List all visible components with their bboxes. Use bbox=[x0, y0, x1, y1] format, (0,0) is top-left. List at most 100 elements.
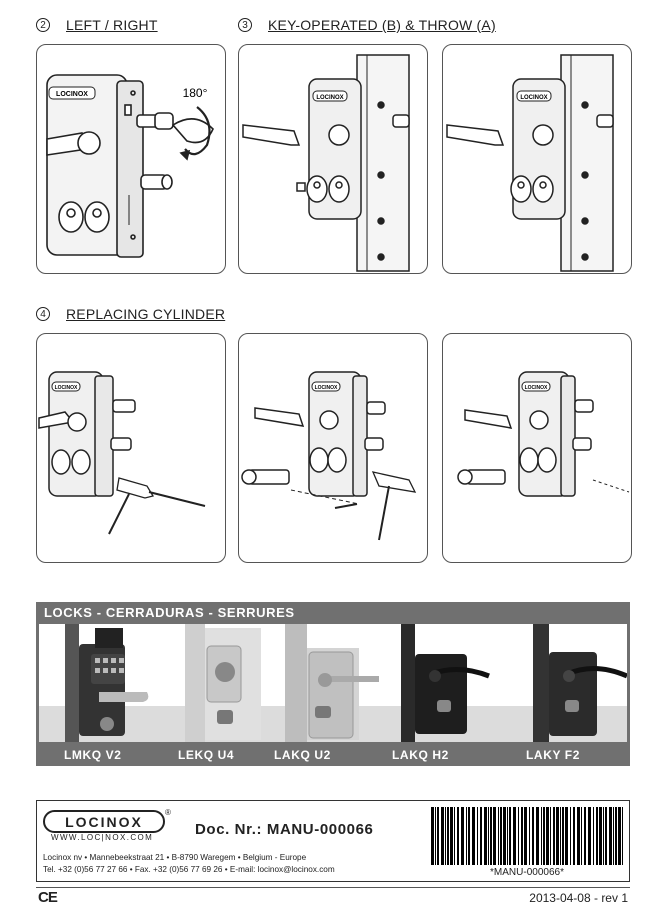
barcode-bar bbox=[447, 807, 449, 865]
ce-mark: CE bbox=[38, 889, 58, 906]
barcode-bar bbox=[518, 807, 519, 865]
barcode-bar bbox=[556, 807, 559, 865]
barcode-bar bbox=[503, 807, 506, 865]
barcode-bar bbox=[588, 807, 591, 865]
barcode-bar bbox=[457, 807, 459, 865]
barcode-bar bbox=[493, 807, 496, 865]
barcode-bar bbox=[560, 807, 561, 865]
barcode-bar bbox=[454, 807, 455, 865]
lock-label-lakq-h2: LAKQ H2 bbox=[392, 748, 449, 762]
illustration-left-right: LOCINOX 180° bbox=[36, 44, 226, 274]
barcode-bar bbox=[524, 807, 527, 865]
barcode-bar bbox=[570, 807, 571, 865]
barcode-bar bbox=[461, 807, 464, 865]
lock-lmkq-v2 bbox=[65, 624, 149, 742]
barcode-bar bbox=[546, 807, 549, 865]
barcode-bar bbox=[472, 807, 475, 865]
lock-laky-f2 bbox=[533, 624, 627, 742]
lock-label-lakq-u2: LAKQ U2 bbox=[274, 748, 331, 762]
barcode-bar bbox=[431, 807, 434, 865]
barcode-bar bbox=[581, 807, 582, 865]
barcode-bar bbox=[490, 807, 492, 865]
illustration-key-operated: LOCINOX bbox=[238, 44, 428, 274]
illustration-throw: LOCINOX bbox=[442, 44, 632, 274]
section-title: LEFT / RIGHT bbox=[66, 17, 158, 33]
document-footer: LOCINOX ® WWW.LOC|NOX.COM Doc. Nr.: MANU… bbox=[36, 800, 630, 882]
barcode-bar bbox=[445, 807, 446, 865]
barcode-bar bbox=[480, 807, 482, 865]
barcode-bar bbox=[498, 807, 499, 865]
barcode-bar bbox=[509, 807, 511, 865]
panel-logo: LOCINOX bbox=[315, 385, 338, 391]
barcode-bar bbox=[529, 807, 530, 865]
barcode-bar bbox=[613, 807, 614, 865]
barcode-bar bbox=[468, 807, 470, 865]
barcode-bar bbox=[584, 807, 586, 865]
barcode-bar bbox=[500, 807, 502, 865]
website-link[interactable]: WWW.LOC|NOX.COM bbox=[51, 833, 154, 842]
barcode-bar bbox=[507, 807, 508, 865]
revision-date: 2013-04-08 - rev 1 bbox=[529, 891, 628, 905]
barcode-bar bbox=[441, 807, 444, 865]
step-number: 4 bbox=[36, 307, 50, 321]
lock-label-lekq-u4: LEKQ U4 bbox=[178, 748, 235, 762]
barcode-bar bbox=[596, 807, 598, 865]
barcode-bar bbox=[565, 807, 568, 865]
barcode-bar bbox=[488, 807, 489, 865]
section-heading-left-right: 2 LEFT / RIGHT bbox=[36, 17, 158, 33]
barcode-bar bbox=[521, 807, 523, 865]
locks-banner: LOCKS - CERRADURAS - SERRURES bbox=[36, 602, 630, 766]
section-title: KEY-OPERATED (B) & THROW (A) bbox=[268, 17, 496, 33]
lock-lekq-u4 bbox=[185, 624, 261, 742]
company-address: Locinox nv • Mannebeekstraat 21 • B-8790… bbox=[43, 853, 307, 862]
company-contact: Tel. +32 (0)56 77 27 66 • Fax. +32 (0)56… bbox=[43, 865, 335, 874]
barcode bbox=[431, 807, 623, 865]
registered-mark: ® bbox=[165, 808, 171, 817]
lock-lakq-h2 bbox=[401, 624, 490, 742]
barcode-bar bbox=[543, 807, 545, 865]
barcode-bar bbox=[484, 807, 487, 865]
barcode-bar bbox=[532, 807, 534, 865]
barcode-bar bbox=[599, 807, 602, 865]
illustration-replace-cylinder-2: LOCINOX bbox=[238, 333, 428, 563]
barcode-bar bbox=[477, 807, 478, 865]
barcode-bar bbox=[615, 807, 617, 865]
section-title: REPLACING CYLINDER bbox=[66, 306, 226, 322]
barcode-bar bbox=[605, 807, 607, 865]
panel-logo: LOCINOX bbox=[56, 91, 88, 98]
lock-label-laky-f2: LAKY F2 bbox=[526, 748, 580, 762]
locks-photo-strip bbox=[39, 624, 627, 742]
illustration-replace-cylinder-3: LOCINOX bbox=[442, 333, 632, 563]
barcode-bar bbox=[603, 807, 604, 865]
barcode-bar bbox=[466, 807, 467, 865]
lock-lakq-u2 bbox=[285, 624, 379, 742]
panel-logo: LOCINOX bbox=[316, 95, 343, 101]
panel-logo: LOCINOX bbox=[525, 385, 548, 391]
barcode-bar bbox=[435, 807, 436, 865]
lock-label-lmkq-v2: LMKQ V2 bbox=[64, 748, 122, 762]
barcode-bar bbox=[513, 807, 516, 865]
barcode-text: *MANU-000066* bbox=[490, 867, 564, 878]
step-number: 3 bbox=[238, 18, 252, 32]
section-heading-key-operated: 3 KEY-OPERATED (B) & THROW (A) bbox=[238, 17, 496, 33]
panel-logo: LOCINOX bbox=[520, 95, 547, 101]
barcode-bar bbox=[593, 807, 594, 865]
company-logo: LOCINOX bbox=[43, 810, 165, 833]
illustration-replace-cylinder-1: LOCINOX bbox=[36, 333, 226, 563]
barcode-bar bbox=[573, 807, 575, 865]
barcode-bar bbox=[450, 807, 453, 865]
rotation-angle-label: 180° bbox=[183, 86, 208, 100]
locks-products-illustration bbox=[65, 624, 627, 742]
barcode-bar bbox=[553, 807, 555, 865]
barcode-bar bbox=[541, 807, 542, 865]
panel-logo: LOCINOX bbox=[55, 385, 78, 391]
bottom-divider bbox=[36, 887, 630, 888]
barcode-bar bbox=[550, 807, 551, 865]
barcode-bar bbox=[622, 807, 623, 865]
locks-title: LOCKS - CERRADURAS - SERRURES bbox=[44, 605, 295, 620]
barcode-bar bbox=[437, 807, 439, 865]
barcode-bar bbox=[609, 807, 612, 865]
barcode-bar bbox=[536, 807, 539, 865]
step-number: 2 bbox=[36, 18, 50, 32]
barcode-bar bbox=[562, 807, 564, 865]
